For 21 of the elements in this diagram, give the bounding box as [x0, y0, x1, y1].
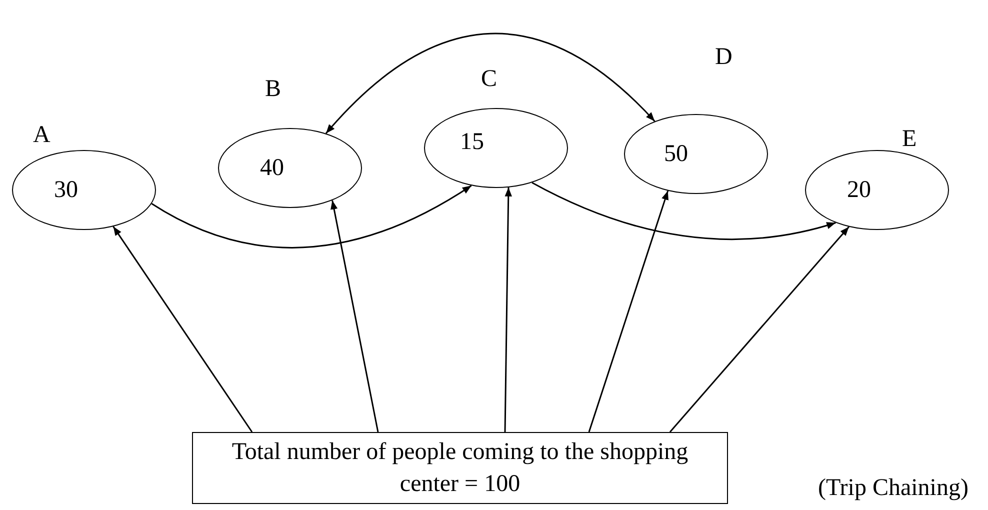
arrow	[330, 200, 379, 432]
node-letter: C	[481, 67, 498, 91]
node-letter: B	[265, 77, 282, 101]
arrow	[112, 226, 253, 432]
arrow	[669, 226, 850, 432]
node-value: 40	[260, 156, 284, 180]
node-value: 50	[664, 142, 688, 166]
node-value: 30	[54, 178, 78, 202]
arrow	[151, 184, 472, 248]
node-value: 15	[460, 130, 484, 154]
node-value: 20	[847, 178, 871, 202]
box-text: Total number of people coming to the shopping center = 100	[230, 438, 690, 499]
arrow	[532, 182, 836, 240]
text-box	[192, 432, 728, 504]
arrow	[588, 190, 669, 432]
caption: (Trip Chaining)	[818, 474, 968, 503]
arrow	[504, 187, 512, 432]
arrow	[325, 32, 656, 134]
node-letter: A	[33, 123, 50, 147]
node-letter: E	[902, 127, 917, 151]
node-letter: D	[715, 45, 732, 69]
